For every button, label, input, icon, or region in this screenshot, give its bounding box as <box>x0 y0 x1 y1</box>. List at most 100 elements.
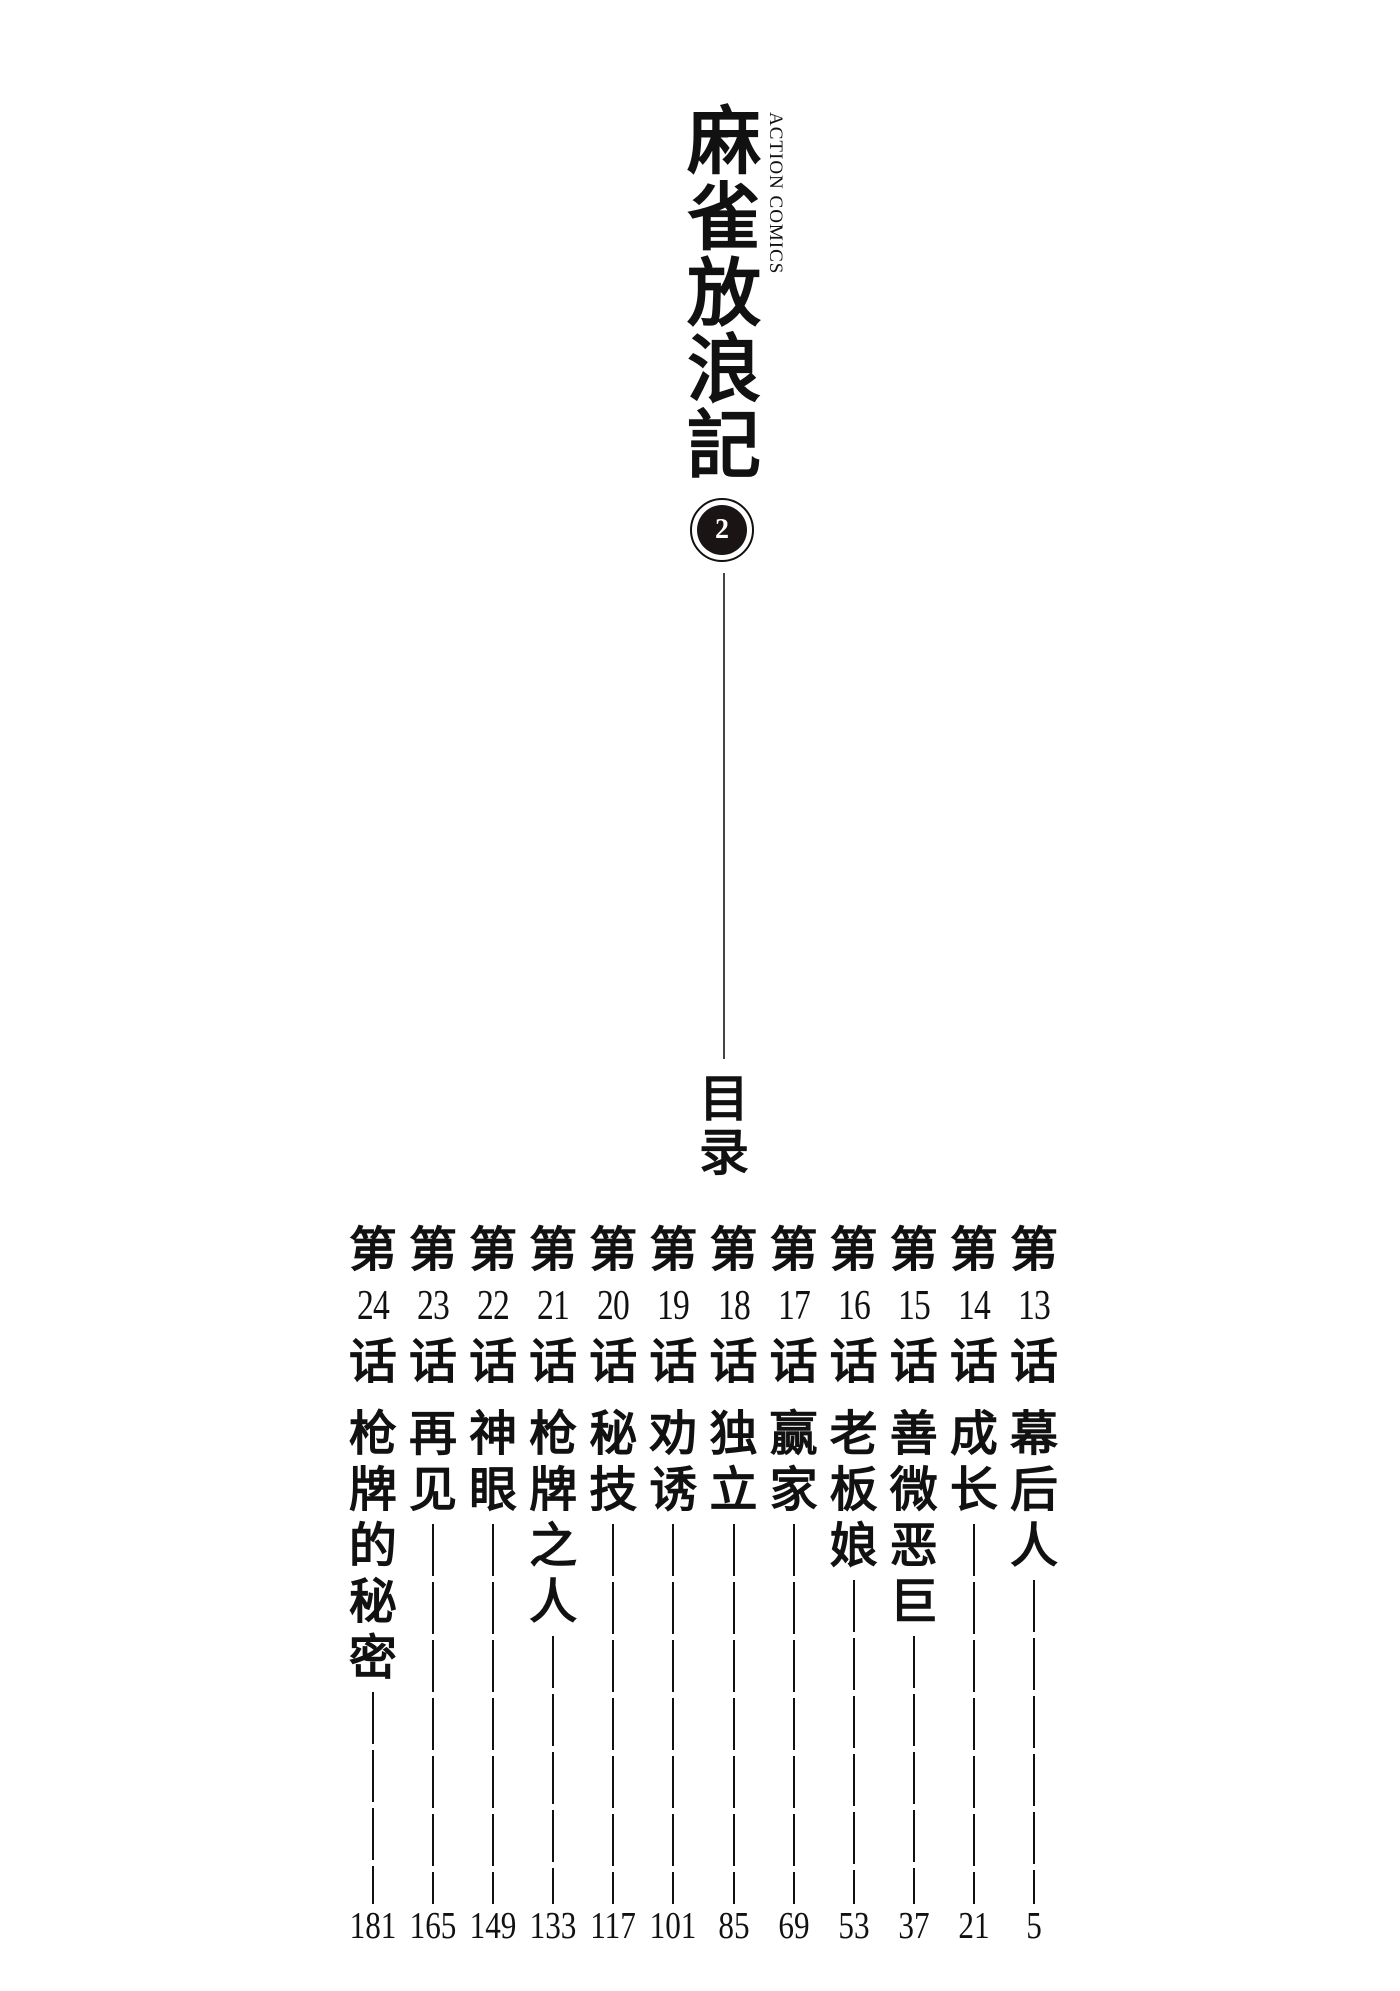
chapter-title-char: 眼 <box>469 1462 518 1518</box>
toc-entry[interactable]: 第 23 话再见 <box>405 1222 461 1904</box>
chapter-suffix: 话 <box>408 1334 457 1390</box>
divider-line <box>723 573 725 1059</box>
chapter-suffix: 话 <box>469 1334 518 1390</box>
chapter-title-char: 秘 <box>348 1574 397 1630</box>
chapter-title-char: 人 <box>529 1574 578 1630</box>
page-number: 117 <box>590 1905 637 1947</box>
title-char: 雀 <box>687 175 761 261</box>
chapter-title-char: 独 <box>709 1406 758 1462</box>
chapter-number: 17 <box>777 1283 811 1329</box>
page-number: 53 <box>838 1905 870 1947</box>
chapter-title-char: 长 <box>949 1462 998 1518</box>
chapter-title-char: 微 <box>889 1462 938 1518</box>
chapter-title-char: 秘 <box>589 1406 638 1462</box>
chapter-suffix: 话 <box>649 1334 698 1390</box>
page-number: 85 <box>717 1905 750 1947</box>
page-number: 21 <box>958 1905 990 1947</box>
toc-entry[interactable]: 第 22 话神眼 <box>465 1222 521 1904</box>
page-number: 37 <box>898 1905 930 1947</box>
chapter-number: 22 <box>477 1283 510 1329</box>
chapter-title-char: 劝 <box>649 1406 698 1462</box>
leader-line <box>672 1524 675 1904</box>
chapter-title-char: 枪 <box>348 1406 397 1462</box>
chapter-number: 16 <box>837 1283 871 1329</box>
chapter-title-char: 再 <box>408 1406 457 1462</box>
volume-number: 2 <box>697 505 747 555</box>
chapter-number: 13 <box>1018 1283 1051 1329</box>
chapter-title-char: 老 <box>829 1406 878 1462</box>
leader-line <box>612 1524 615 1904</box>
page-number: 69 <box>778 1905 810 1947</box>
chapter-title-char: 密 <box>348 1630 397 1686</box>
chapter-prefix: 第 <box>469 1222 518 1278</box>
chapter-title-char: 之 <box>529 1518 578 1574</box>
chapter-number: 15 <box>897 1283 931 1329</box>
chapter-prefix: 第 <box>949 1222 998 1278</box>
chapter-suffix: 话 <box>709 1334 758 1390</box>
chapter-suffix: 话 <box>769 1334 818 1390</box>
leader-line <box>371 1692 374 1904</box>
chapter-title-char: 牌 <box>348 1462 397 1518</box>
chapter-suffix: 话 <box>529 1334 578 1390</box>
title-char: 放 <box>687 251 761 337</box>
page-number: 165 <box>409 1905 457 1947</box>
chapter-prefix: 第 <box>348 1222 397 1278</box>
chapter-number: 19 <box>657 1283 690 1329</box>
chapter-title-char: 娘 <box>829 1518 878 1574</box>
chapter-prefix: 第 <box>589 1222 638 1278</box>
leader-line <box>972 1524 975 1904</box>
chapter-title-char: 赢 <box>769 1406 818 1462</box>
leader-line <box>492 1524 495 1904</box>
chapter-title-char: 巨 <box>889 1574 938 1630</box>
chapter-number: 20 <box>597 1283 630 1329</box>
chapter-title-char: 人 <box>1009 1518 1058 1574</box>
leader-line <box>552 1636 555 1904</box>
chapter-title-char: 后 <box>1009 1462 1058 1518</box>
chapter-suffix: 话 <box>829 1334 878 1390</box>
chapter-title-char: 牌 <box>529 1462 578 1518</box>
chapter-number: 23 <box>417 1283 450 1329</box>
title-char: 記 <box>687 403 761 489</box>
chapter-suffix: 话 <box>1009 1334 1058 1390</box>
chapter-number: 18 <box>717 1283 751 1329</box>
toc-entry[interactable]: 第 18 话独立 <box>706 1222 762 1904</box>
leader-line <box>432 1524 434 1904</box>
leader-line <box>1033 1580 1035 1904</box>
page-number: 133 <box>529 1905 577 1947</box>
chapter-title-char: 神 <box>469 1406 518 1462</box>
toc-heading: 目 录 <box>694 1072 754 1180</box>
chapter-prefix: 第 <box>709 1222 758 1278</box>
page-number: 101 <box>650 1905 697 1947</box>
chapter-title-char: 的 <box>348 1518 397 1574</box>
chapter-prefix: 第 <box>408 1222 457 1278</box>
chapter-number: 21 <box>537 1283 570 1329</box>
page-number: 149 <box>469 1905 517 1947</box>
chapter-title-char: 善 <box>889 1406 938 1462</box>
page-number: 5 <box>1026 1905 1042 1947</box>
chapter-title-char: 技 <box>589 1462 638 1518</box>
title-char: 浪 <box>687 327 761 413</box>
chapter-title-char: 立 <box>709 1462 758 1518</box>
toc-entry[interactable]: 第 24 话枪牌的秘密 <box>345 1222 401 1904</box>
chapter-prefix: 第 <box>529 1222 578 1278</box>
chapter-title-char: 诱 <box>649 1462 698 1518</box>
leader-line <box>852 1580 855 1904</box>
chapter-number: 24 <box>356 1283 390 1329</box>
heading-char: 目 <box>699 1069 749 1128</box>
leader-line <box>732 1524 735 1904</box>
leader-line <box>792 1524 795 1904</box>
chapter-title-char: 见 <box>408 1462 457 1518</box>
chapter-suffix: 话 <box>348 1334 397 1390</box>
chapter-title-char: 成 <box>949 1406 998 1462</box>
chapter-title-char: 家 <box>769 1462 818 1518</box>
leader-line <box>912 1636 915 1904</box>
title-char: 麻 <box>687 99 761 185</box>
